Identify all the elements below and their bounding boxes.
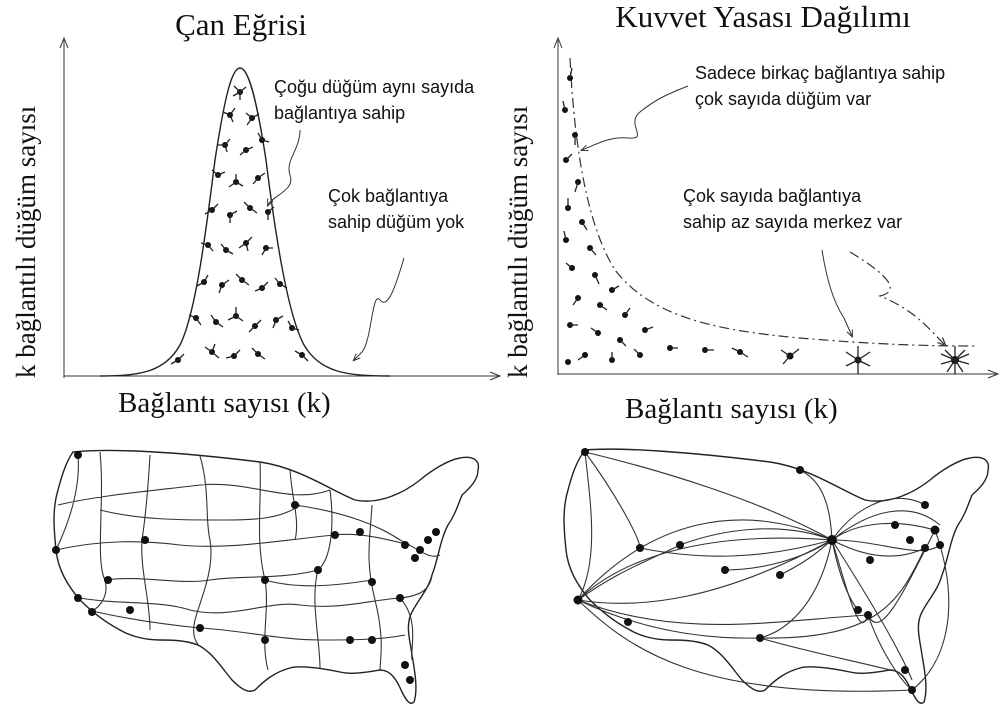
bell-y-label: k bağlantılı düğüm sayısı (11, 106, 41, 378)
power-y-label: k bağlantılı düğüm sayısı (503, 106, 533, 378)
us-outline-right (563, 448, 990, 704)
power-tail-arrow-1 (821, 249, 852, 336)
power-x-label: Bağlantı sayısı (k) (625, 393, 838, 425)
bell-x-axis-arrow (489, 371, 502, 381)
power-note-head-2: çok sayıda düğüm var (695, 89, 871, 109)
bell-x-label: Bağlantı sayısı (k) (118, 387, 331, 419)
bell-note-peak-1: Çoğu düğüm aynı sayıda (274, 77, 475, 97)
left-map-nodes (52, 451, 440, 684)
bell-node-spokes (170, 85, 309, 365)
power-head-arrow (582, 85, 689, 150)
power-note-tail-2: sahip az sayıda merkez var (683, 212, 902, 232)
bell-note-peak-2: bağlantıya sahip (274, 103, 405, 123)
bell-tail-arrow (354, 257, 405, 360)
bell-y-axis-arrow (59, 36, 69, 49)
power-law-title: Kuvvet Yasası Dağılımı (615, 0, 911, 34)
power-law-curve (569, 57, 976, 347)
bell-note-tail-2: sahip düğüm yok (328, 212, 465, 232)
bell-note-tail-1: Çok bağlantıya (328, 186, 449, 206)
bell-nodes (175, 89, 305, 363)
bell-curve-line (99, 67, 391, 377)
hub-routes (577, 451, 950, 692)
power-y-axis-arrow (553, 36, 563, 49)
power-law-chart: Kuvvet Yasası Dağılımı Sadece birkaç (503, 0, 1000, 425)
bell-curve-chart: Çan Eğrisi (11, 7, 502, 419)
power-node-spokes (562, 67, 970, 374)
power-note-head-1: Sadece birkaç bağlantıya sahip (695, 63, 945, 83)
power-note-tail-1: Çok sayıda bağlantıya (683, 186, 862, 206)
us-outline-left (53, 449, 480, 704)
power-tail-arrow-2 (849, 251, 945, 345)
bell-curve-title: Çan Eğrisi (175, 7, 307, 42)
scale-free-network-map (563, 448, 990, 704)
power-x-axis-arrow (987, 369, 1000, 379)
right-map-nodes (573, 448, 944, 694)
random-network-map (52, 449, 480, 704)
bell-peak-arrow (268, 129, 301, 205)
